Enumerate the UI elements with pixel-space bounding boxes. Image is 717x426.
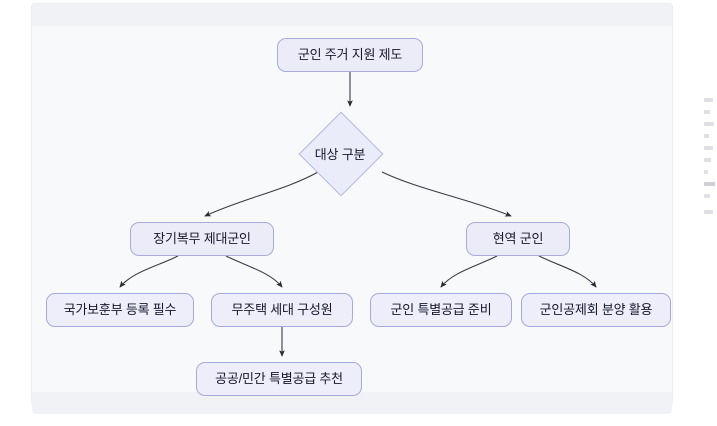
node-public-private-special-supply-label: 공공/민간 특별공급 추천 xyxy=(215,371,343,387)
node-veterans-ministry-registration-label: 국가보훈부 등록 필수 xyxy=(63,302,177,318)
node-decision[interactable]: 대상 구분 xyxy=(298,111,384,197)
node-military-mutual-aid-housing[interactable]: 군인공제회 분양 활용 xyxy=(521,293,671,327)
node-homeless-household-member-label: 무주택 세대 구성원 xyxy=(231,302,333,318)
node-root-label: 군인 주거 지원 제도 xyxy=(297,47,403,63)
node-homeless-household-member[interactable]: 무주택 세대 구성원 xyxy=(211,293,353,327)
node-active-duty-soldier[interactable]: 현역 군인 xyxy=(466,222,570,256)
node-long-service-veteran[interactable]: 장기복무 제대군인 xyxy=(130,222,274,256)
node-military-special-supply-prep[interactable]: 군인 특별공급 준비 xyxy=(370,293,512,327)
node-military-special-supply-prep-label: 군인 특별공급 준비 xyxy=(390,302,492,318)
node-veterans-ministry-registration[interactable]: 국가보훈부 등록 필수 xyxy=(46,293,194,327)
node-decision-label: 대상 구분 xyxy=(314,146,366,162)
canvas-top-bar xyxy=(32,4,672,26)
canvas-bottom-bar xyxy=(32,392,672,414)
node-active-duty-soldier-label: 현역 군인 xyxy=(492,231,544,247)
node-military-mutual-aid-housing-label: 군인공제회 분양 활용 xyxy=(539,302,653,318)
node-public-private-special-supply[interactable]: 공공/민간 특별공급 추천 xyxy=(196,362,362,396)
node-root[interactable]: 군인 주거 지원 제도 xyxy=(277,38,423,72)
clipped-right-edge-content xyxy=(704,96,717,226)
node-long-service-veteran-label: 장기복무 제대군인 xyxy=(153,231,251,247)
